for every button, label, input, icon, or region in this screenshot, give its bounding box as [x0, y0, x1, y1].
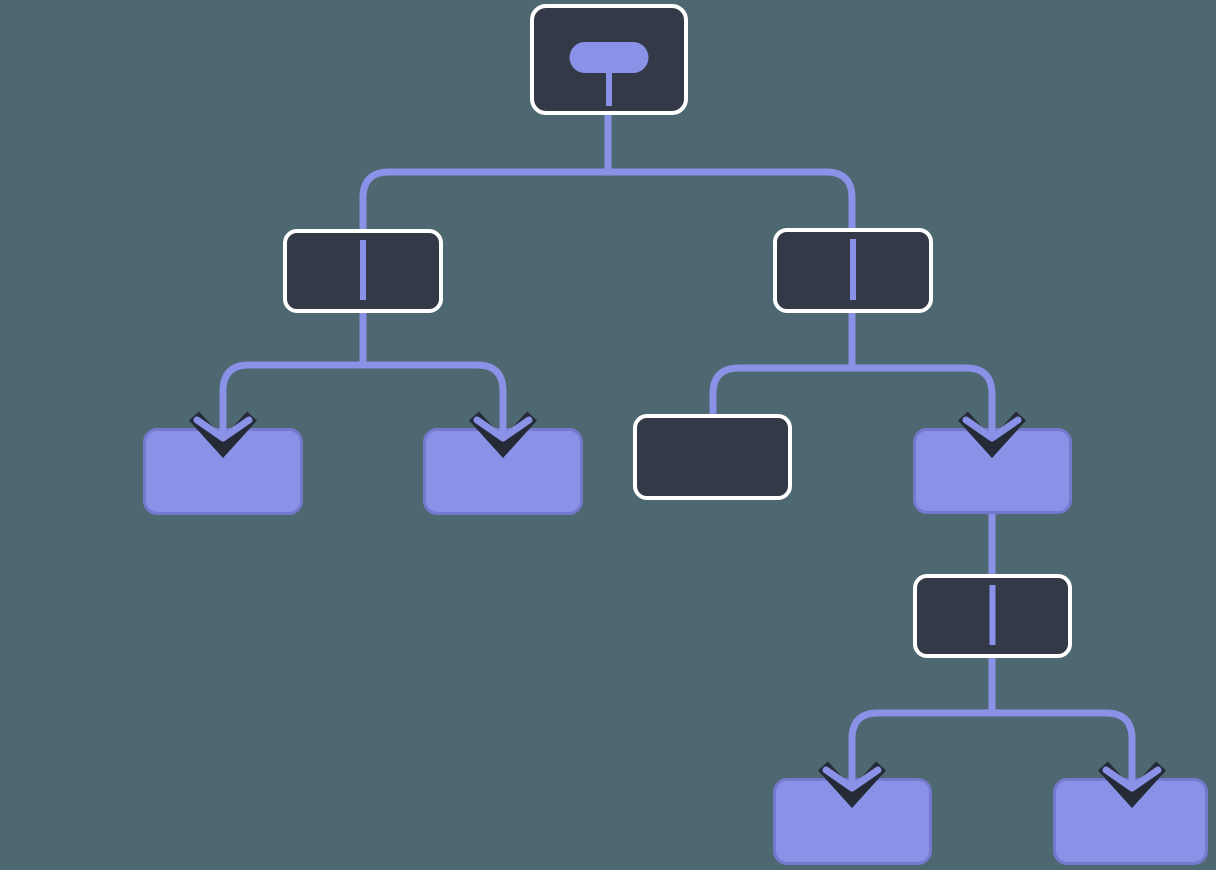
- leaf-node-left-1: [143, 428, 303, 515]
- split-left-branch: [219, 313, 507, 414]
- branch-node-right: [773, 228, 933, 313]
- leaf-node-bottom-2: [1053, 778, 1208, 865]
- root-node: [530, 4, 688, 115]
- leaf-node-bottom-1: [773, 778, 932, 865]
- split-bottom-branch: [848, 658, 1136, 764]
- leaf-node-right: [913, 428, 1072, 514]
- empty-node-right: [633, 414, 792, 500]
- branch-node-bottom: [913, 574, 1072, 658]
- split-root: [359, 115, 856, 229]
- leaf-node-left-2: [423, 428, 583, 515]
- split-right-branch: [709, 313, 996, 414]
- branch-node-left: [283, 229, 443, 313]
